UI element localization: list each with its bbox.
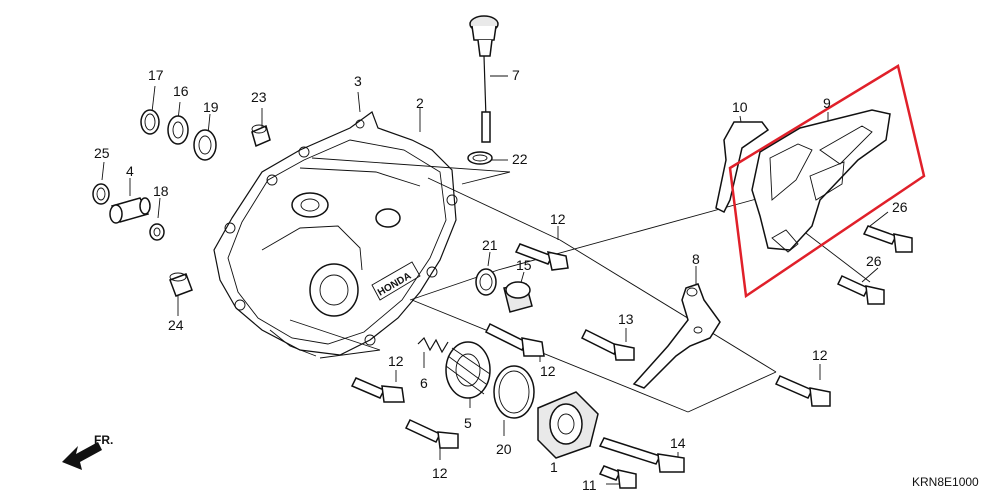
gasket	[715, 121, 770, 214]
pin-shaft	[109, 197, 151, 224]
strainer-cap	[503, 281, 533, 313]
callout-12-far-right: 12	[812, 347, 828, 363]
bearing	[193, 129, 217, 161]
o-ring-dipstick	[467, 151, 493, 165]
callout-12-bottom: 12	[432, 465, 448, 481]
dowel-pin-lower	[169, 272, 193, 297]
callout-10: 10	[732, 99, 748, 115]
assembly-lines	[289, 157, 871, 413]
o-ring-small	[92, 183, 110, 205]
oil-seal	[167, 115, 189, 145]
callout-6: 6	[420, 375, 428, 391]
highlight-frame	[728, 64, 926, 299]
o-ring-21	[475, 268, 497, 296]
callout-8: 8	[692, 251, 700, 267]
callout-4: 4	[126, 163, 134, 179]
callout-15: 15	[516, 257, 532, 273]
bolts	[350, 225, 913, 489]
callout-3: 3	[354, 73, 362, 89]
filter-cover	[537, 391, 599, 459]
callout-20: 20	[496, 441, 512, 457]
sprocket-cover	[751, 109, 891, 253]
callout-11: 11	[582, 477, 597, 493]
oil-dipstick	[469, 15, 499, 143]
snap-ring	[140, 109, 160, 135]
dowel-pin-upper	[251, 124, 271, 148]
front-direction-label: FR.	[94, 433, 113, 447]
callouts: 17 16 19 23 3 2 7 22 10 9 25 4 18 12 21 …	[94, 67, 908, 493]
front-direction-arrow: FR.	[62, 433, 113, 470]
callout-9: 9	[823, 95, 831, 111]
callout-2: 2	[416, 95, 424, 111]
callout-5: 5	[464, 415, 472, 431]
callout-23: 23	[251, 89, 267, 105]
callout-14: 14	[670, 435, 686, 451]
callout-21: 21	[482, 237, 498, 253]
callout-12-left: 12	[388, 353, 404, 369]
callout-7: 7	[512, 67, 520, 83]
callout-19: 19	[203, 99, 219, 115]
callout-26-lower: 26	[866, 253, 882, 269]
bracket	[632, 283, 721, 389]
spring	[417, 336, 449, 354]
callout-13: 13	[618, 311, 634, 327]
brand-logo-text: HONDA	[376, 271, 413, 299]
callout-17: 17	[148, 67, 164, 83]
callout-18: 18	[153, 183, 169, 199]
callout-16: 16	[173, 83, 189, 99]
callout-22: 22	[512, 151, 528, 167]
callout-25: 25	[94, 145, 110, 161]
callout-1: 1	[550, 459, 558, 475]
diagram-code: KRN8E1000	[912, 475, 979, 489]
oil-filter	[445, 341, 491, 399]
callout-26-upper: 26	[892, 199, 908, 215]
washer-small	[149, 223, 165, 241]
callout-24: 24	[168, 317, 184, 333]
callout-12-upper: 12	[550, 211, 566, 227]
crankcase-cover: HONDA	[213, 111, 458, 357]
callout-12-right: 12	[540, 363, 556, 379]
o-ring-20	[493, 365, 535, 419]
